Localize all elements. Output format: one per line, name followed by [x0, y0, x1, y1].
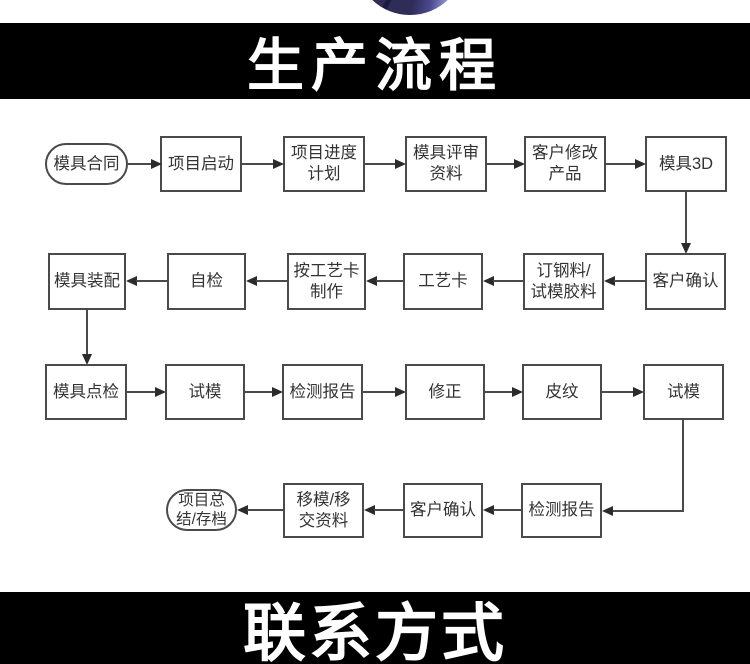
flow-node-label: 模具点检 — [53, 382, 119, 401]
flow-node-mold-review-docs: 模具评审 资料 — [405, 136, 487, 192]
flow-node-label: 模具装配 — [54, 272, 120, 290]
arrow-line — [682, 420, 684, 512]
flow-node-inspection-report-1: 检测报告 — [282, 364, 363, 420]
arrow-line — [485, 391, 512, 393]
flow-node-label: 客户修改 产品 — [532, 144, 598, 183]
flow-node-label: 试模 — [667, 382, 700, 401]
section-banner-production: 生产流程 — [0, 23, 750, 99]
arrow-line — [614, 280, 645, 282]
section-banner-contact: 联系方式 — [0, 592, 750, 664]
arrow-line — [685, 192, 687, 243]
flow-node-label: 客户确认 — [410, 501, 476, 519]
flow-node-label: 项目进度 计划 — [291, 144, 357, 183]
flow-node-order-steel-trial-material: 订钢料/ 试模胶料 — [523, 253, 604, 310]
arrow-left-icon — [602, 506, 613, 516]
flow-node-label: 皮纹 — [545, 382, 579, 401]
flow-node-trial-mold-2: 试模 — [643, 364, 724, 420]
arrow-left-icon — [483, 276, 494, 286]
flow-node-mold-3d: 模具3D — [645, 136, 727, 192]
arrow-left-icon — [246, 276, 257, 286]
arrow-right-icon — [512, 387, 523, 397]
flow-node-make-per-process-card: 按工艺卡 制作 — [287, 253, 366, 310]
flow-node-label: 修正 — [428, 382, 462, 401]
arrow-line — [606, 163, 635, 165]
arrow-right-icon — [514, 159, 525, 169]
flow-node-label: 试模 — [188, 382, 222, 401]
arrow-left-icon — [364, 505, 375, 515]
flow-node-label: 客户确认 — [652, 272, 719, 290]
arrow-line — [365, 163, 395, 165]
flow-node-label: 按工艺卡 制作 — [293, 261, 360, 301]
arrow-right-icon — [272, 387, 283, 397]
flow-node-project-schedule: 项目进度 计划 — [283, 136, 365, 192]
flow-node-mold-assembly: 模具装配 — [48, 253, 126, 310]
flow-node-texture: 皮纹 — [522, 364, 602, 420]
arrow-line — [363, 391, 395, 393]
flow-node-mold-transfer-docs: 移模/移 交资料 — [283, 483, 364, 538]
flow-node-label: 项目启动 — [168, 154, 234, 173]
flow-node-label: 项目总 结/存档 — [176, 492, 227, 528]
flow-node-label: 检测报告 — [289, 382, 356, 401]
flow-node-label: 订钢料/ 试模胶料 — [530, 261, 597, 301]
arrow-right-icon — [151, 159, 162, 169]
flow-node-mold-spot-check: 模具点检 — [45, 364, 127, 420]
flow-node-label: 模具评审 资料 — [413, 144, 479, 183]
arrow-line — [127, 391, 155, 393]
flow-node-correction: 修正 — [405, 364, 485, 420]
arrow-down-icon — [681, 243, 691, 254]
arrow-left-icon — [604, 276, 615, 286]
arrow-right-icon — [635, 159, 646, 169]
flow-node-label: 移模/移 交资料 — [296, 490, 351, 530]
arrow-line — [128, 163, 151, 165]
flow-node-label: 模具合同 — [53, 154, 120, 173]
flow-node-self-inspection: 自检 — [167, 253, 246, 310]
flow-node-label: 自检 — [190, 272, 223, 290]
arrow-line — [374, 509, 403, 511]
arrow-line — [612, 510, 684, 512]
flow-node-project-start: 项目启动 — [160, 136, 242, 192]
arrow-line — [245, 391, 272, 393]
arrow-line — [376, 280, 403, 282]
flow-node-trial-mold-1: 试模 — [165, 364, 245, 420]
arrow-line — [86, 310, 88, 354]
arrow-left-icon — [366, 276, 377, 286]
arrow-line — [256, 280, 287, 282]
arrow-line — [487, 163, 514, 165]
arrow-right-icon — [273, 159, 284, 169]
arrow-right-icon — [633, 387, 644, 397]
arrow-right-icon — [395, 159, 406, 169]
flow-node-mold-contract: 模具合同 — [45, 143, 128, 185]
flow-node-label: 模具3D — [658, 154, 714, 173]
flow-node-process-card: 工艺卡 — [403, 253, 483, 310]
arrow-line — [493, 280, 523, 282]
flow-node-customer-product-changes: 客户修改 产品 — [524, 136, 606, 192]
section-title-production: 生产流程 — [247, 34, 503, 98]
flow-node-inspection-report-2: 检测报告 — [521, 483, 602, 538]
flow-node-label: 工艺卡 — [418, 272, 468, 290]
arrow-left-icon — [483, 505, 494, 515]
arrow-line — [242, 163, 273, 165]
arrow-right-icon — [155, 387, 166, 397]
flow-node-customer-confirm-1: 客户确认 — [645, 253, 726, 310]
arrow-left-icon — [237, 505, 248, 515]
arrow-line — [247, 509, 283, 511]
arrow-down-icon — [82, 354, 92, 365]
arrow-line — [136, 280, 167, 282]
arrow-line — [493, 509, 521, 511]
brand-sphere-logo — [355, 0, 465, 15]
arrow-right-icon — [395, 387, 406, 397]
arrow-left-icon — [126, 276, 137, 286]
arrow-line — [602, 391, 633, 393]
flow-node-project-summary-archive: 项目总 结/存档 — [166, 489, 237, 531]
section-title-contact: 联系方式 — [243, 598, 507, 664]
flow-node-customer-confirm-2: 客户确认 — [403, 483, 483, 538]
flow-node-label: 检测报告 — [528, 501, 595, 519]
